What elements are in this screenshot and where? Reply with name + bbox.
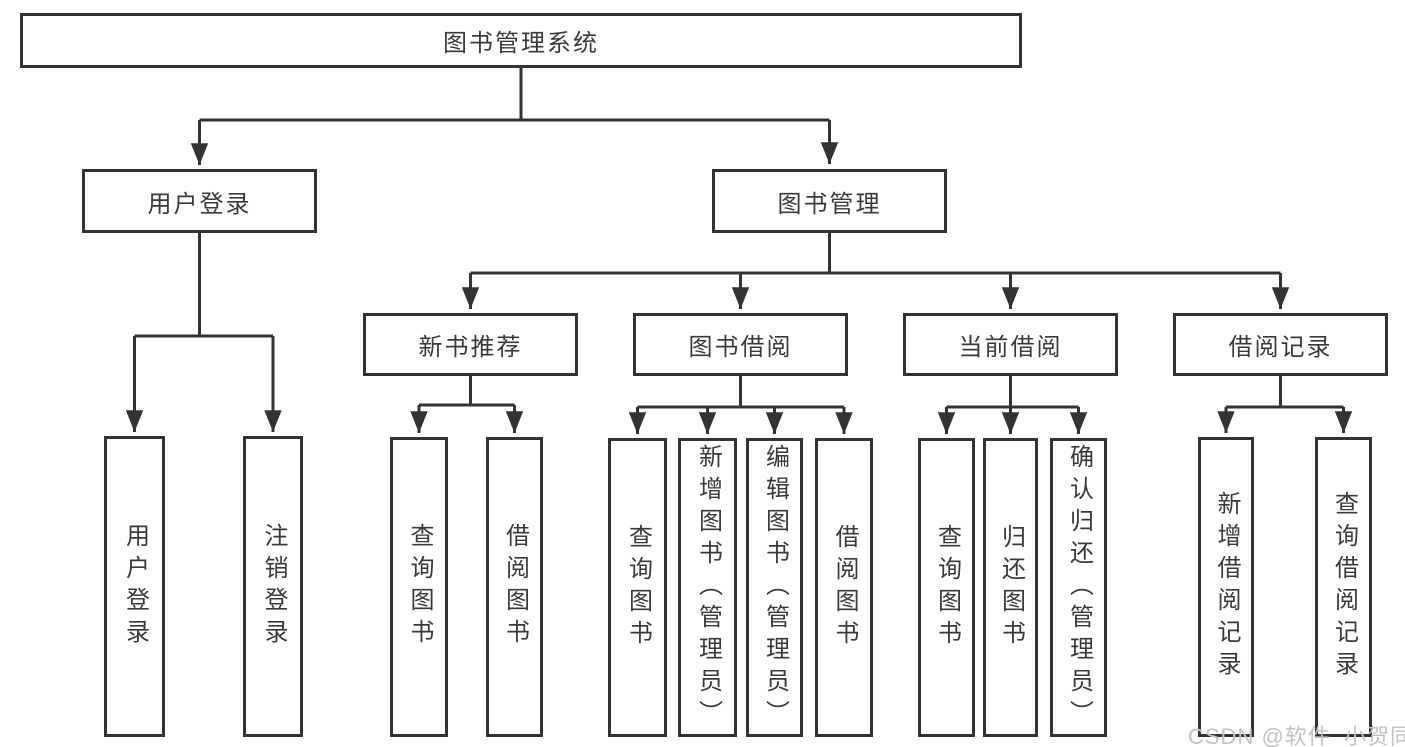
node-book-borrowing-label: 图书借阅 <box>688 334 793 361</box>
leaf-borrow-books-2: 借阅图书 <box>815 438 873 737</box>
leaf-query-books-2-label: 查询图书 <box>624 523 652 652</box>
leaf-query-books-3: 查询图书 <box>918 438 975 737</box>
node-user-login-label: 用户登录 <box>147 190 252 218</box>
leaf-edit-books: 编辑图书（管理员） <box>746 438 803 737</box>
node-current-borrowing-label: 当前借阅 <box>958 334 1063 361</box>
leaf-query-books-1-label: 查询图书 <box>406 523 433 651</box>
node-book-management: 图书管理 <box>712 169 947 233</box>
leaf-query-books-1: 查询图书 <box>390 437 448 737</box>
node-book-borrowing: 图书借阅 <box>633 313 848 376</box>
csdn-watermark: CSDN @软件_小贺同学 <box>1188 724 1405 747</box>
node-current-borrowing: 当前借阅 <box>903 313 1118 376</box>
leaf-return-books-label: 归还图书 <box>997 523 1025 652</box>
node-book-management-label: 图书管理 <box>777 190 882 218</box>
leaf-add-borrow-record-label: 新增借阅记录 <box>1213 491 1240 683</box>
leaf-add-books-label: 新增图书（管理员） <box>694 443 722 732</box>
leaf-user-login: 用户登录 <box>104 436 165 737</box>
leaf-add-borrow-record: 新增借阅记录 <box>1198 437 1254 737</box>
node-user-login: 用户登录 <box>82 169 317 233</box>
node-root-label: 图书管理系统 <box>443 30 599 57</box>
leaf-borrow-books-2-label: 借阅图书 <box>831 523 858 652</box>
leaf-edit-books-label: 编辑图书（管理员） <box>761 443 789 732</box>
leaf-query-borrow-record: 查询借阅记录 <box>1315 437 1372 737</box>
node-borrowing-records-label: 借阅记录 <box>1228 334 1333 361</box>
node-root-system: 图书管理系统 <box>20 13 1022 68</box>
leaf-query-borrow-record-label: 查询借阅记录 <box>1330 491 1358 683</box>
node-new-book-recommend-label: 新书推荐 <box>418 334 523 361</box>
leaf-confirm-return: 确认归还（管理员） <box>1050 438 1107 737</box>
node-borrowing-records: 借阅记录 <box>1173 313 1388 376</box>
leaf-user-login-label: 用户登录 <box>121 522 149 651</box>
leaf-confirm-return-label: 确认归还（管理员） <box>1065 443 1093 732</box>
leaf-add-books: 新增图书（管理员） <box>678 438 737 737</box>
leaf-borrow-books-1-label: 借阅图书 <box>501 523 529 651</box>
leaf-logout-label: 注销登录 <box>260 522 287 651</box>
node-new-book-recommend: 新书推荐 <box>363 313 578 376</box>
leaf-return-books: 归还图书 <box>983 438 1038 737</box>
leaf-logout: 注销登录 <box>243 436 303 737</box>
leaf-query-books-2: 查询图书 <box>608 438 667 737</box>
leaf-borrow-books-1: 借阅图书 <box>486 437 543 737</box>
leaf-query-books-3-label: 查询图书 <box>933 523 961 652</box>
